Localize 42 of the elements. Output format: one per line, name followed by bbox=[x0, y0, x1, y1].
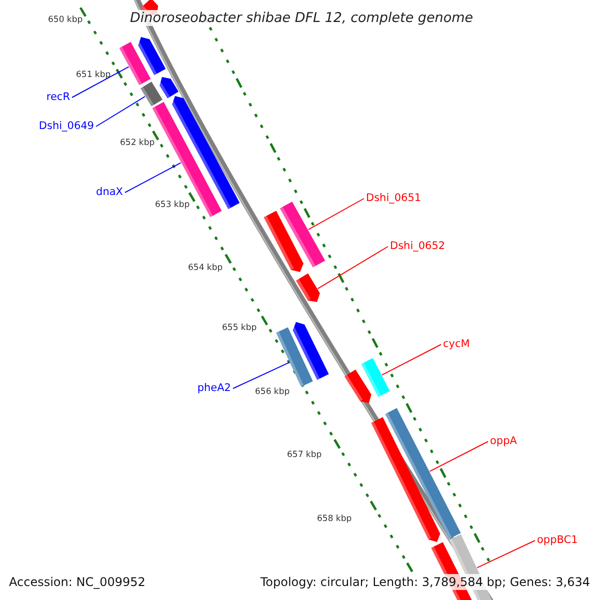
gene-label: recR bbox=[46, 91, 70, 104]
tick-label: 652 kbp bbox=[120, 138, 155, 149]
tick-label: 654 kbp bbox=[188, 263, 223, 274]
gene-block bbox=[276, 327, 313, 387]
gene-label: Dshi_0652 bbox=[390, 240, 446, 253]
gene-feature bbox=[296, 273, 320, 302]
gene-feature bbox=[290, 322, 329, 380]
gene-label: cycM bbox=[443, 338, 470, 351]
gene-label: dnaX bbox=[96, 186, 123, 199]
leader-line bbox=[382, 344, 442, 376]
leader-line bbox=[232, 362, 290, 389]
tick-label: 650 kbp bbox=[48, 15, 83, 26]
gene-feature bbox=[156, 77, 178, 98]
gene-feature bbox=[344, 370, 372, 403]
gene-block bbox=[280, 202, 326, 268]
tick-label: 651 kbp bbox=[76, 70, 111, 81]
tick-label: 658 kbp bbox=[317, 514, 352, 525]
tick-label: 656 kbp bbox=[255, 387, 290, 398]
accession-note: Accession: NC_009952 bbox=[9, 574, 146, 590]
gene-feature bbox=[135, 37, 166, 76]
tick-label: 657 kbp bbox=[287, 450, 322, 461]
gene-label: oppBC1 bbox=[537, 534, 578, 547]
gene-label: pheA2 bbox=[197, 382, 231, 395]
tick-label: 653 kbp bbox=[155, 200, 190, 211]
gene-label: Dshi_0649 bbox=[38, 120, 94, 133]
leader-line bbox=[476, 540, 536, 568]
leader-line bbox=[72, 66, 130, 98]
gene-block bbox=[119, 42, 151, 86]
gene-feature bbox=[169, 96, 240, 210]
gene-feature bbox=[264, 210, 304, 272]
gene-label: Dshi_0651 bbox=[366, 192, 422, 205]
leader-line bbox=[429, 441, 488, 472]
gene-block bbox=[385, 408, 461, 539]
leader-line bbox=[308, 198, 364, 230]
gene-block bbox=[361, 358, 390, 397]
gene-block bbox=[140, 82, 162, 106]
gene-label: oppA bbox=[490, 435, 517, 448]
leader-line bbox=[124, 162, 182, 193]
leader-line bbox=[317, 246, 388, 290]
leader-line bbox=[96, 96, 146, 127]
gene-feature bbox=[371, 417, 440, 542]
tick-label: 655 kbp bbox=[222, 323, 257, 334]
